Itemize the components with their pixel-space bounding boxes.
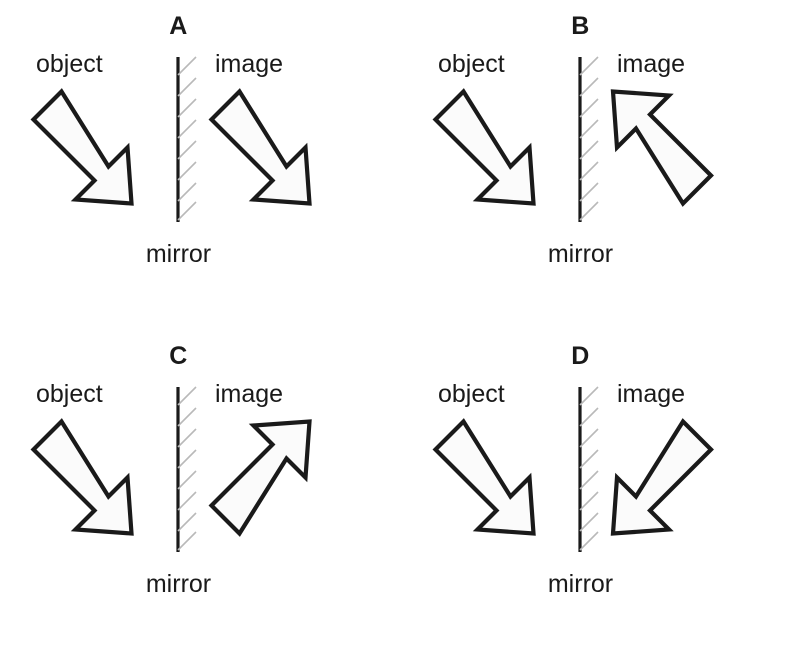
- image-label-b: image: [617, 50, 686, 78]
- panel-b: B object image mirror: [402, 0, 803, 323]
- mirror-b: [578, 56, 599, 222]
- image-arrow-a: [208, 88, 312, 206]
- panel-letter-d: D: [571, 342, 590, 370]
- mirror-c: [176, 386, 197, 552]
- panel-a: A object image mirror: [0, 0, 401, 323]
- image-label-d: image: [617, 380, 686, 408]
- image-arrow-b: [610, 89, 714, 207]
- object-label-b: object: [438, 50, 505, 78]
- mirror-label-c: mirror: [145, 570, 212, 598]
- object-arrow-b: [432, 88, 536, 206]
- object-arrow-a: [30, 88, 134, 206]
- panel-letter-c: C: [169, 342, 188, 370]
- mirror-d: [578, 386, 599, 552]
- panel-d-graphics: [432, 386, 714, 552]
- mirror-label-b: mirror: [547, 240, 614, 268]
- panel-b-graphics: [432, 56, 714, 222]
- object-label-c: object: [36, 380, 103, 408]
- panel-d: D object image mirror: [402, 330, 803, 653]
- panel-letter-b: B: [571, 12, 590, 40]
- object-label-d: object: [438, 380, 505, 408]
- mirror-a: [176, 56, 197, 222]
- image-arrow-c: [208, 419, 312, 537]
- image-label-a: image: [215, 50, 284, 78]
- object-arrow-c: [30, 418, 134, 536]
- object-arrow-d: [432, 418, 536, 536]
- mirror-label-d: mirror: [547, 570, 614, 598]
- image-arrow-d: [610, 418, 714, 536]
- panel-a-graphics: [30, 56, 312, 222]
- panel-letter-a: A: [169, 12, 188, 40]
- mirror-label-a: mirror: [145, 240, 212, 268]
- panel-c-graphics: [30, 386, 312, 552]
- image-label-c: image: [215, 380, 284, 408]
- panel-c: C object image mirror: [0, 330, 401, 653]
- object-label-a: object: [36, 50, 103, 78]
